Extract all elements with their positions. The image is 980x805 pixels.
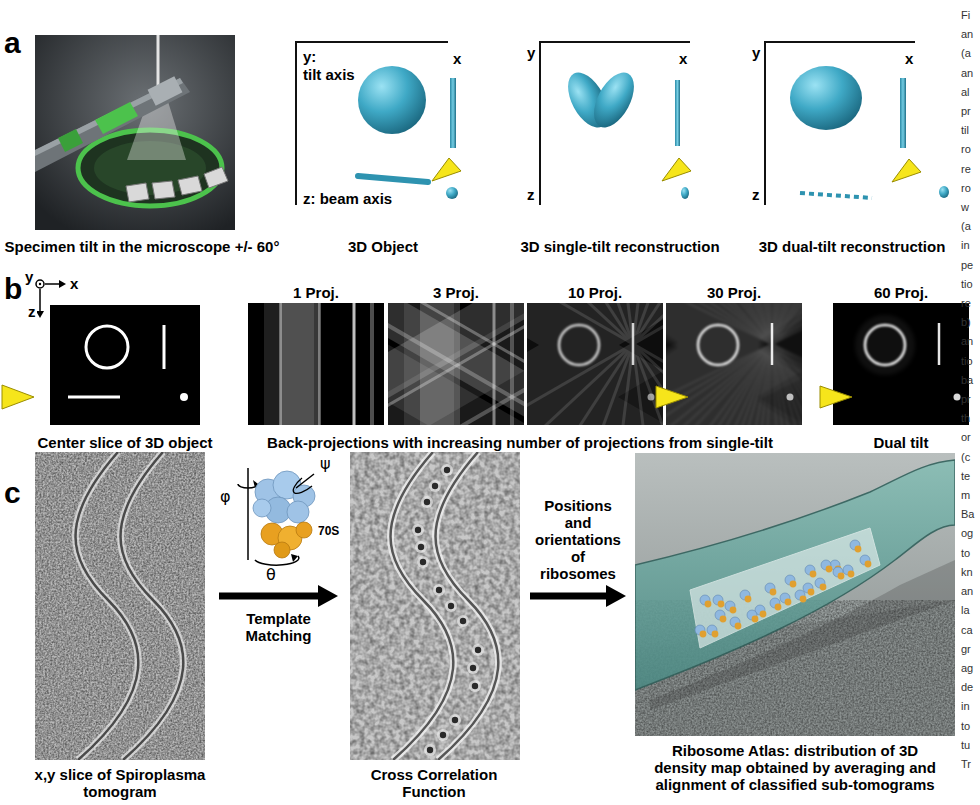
panel-caption: Specimen tilt in the microscope +/- 60° (2, 238, 282, 255)
axis-label: x (904, 50, 914, 67)
axis-label: x (678, 50, 688, 67)
axis-label: x (452, 50, 462, 67)
panel-caption: 3D dual-tilt reconstruction (740, 238, 964, 255)
projection-count: 1 Proj. (248, 284, 384, 301)
projection-count: 3 Proj. (388, 284, 524, 301)
axis-label: z (751, 186, 761, 203)
angle-symbol: φ (220, 488, 231, 506)
flow-arrow (219, 585, 338, 607)
panel-letter: b (4, 272, 22, 306)
image-panel: Ribosome Atlas: distribution of 3D densi… (630, 453, 960, 793)
angle-symbol: ψ (320, 455, 331, 473)
axis-label: y (526, 44, 536, 61)
edge-label: Positions and orientations of ribosomes (533, 497, 623, 582)
axis-label: z: beam axis (302, 190, 393, 207)
panel-caption: Dual tilt (833, 434, 969, 451)
axis-label: z (526, 186, 536, 203)
angle-symbol: θ (266, 566, 276, 584)
image-panel: Cross Correlation Function (342, 452, 526, 800)
axis-label: y (24, 268, 34, 285)
axis-label: y (751, 44, 761, 61)
edge-label: Template Matching (234, 610, 324, 644)
projection-count: 10 Proj. (527, 284, 663, 301)
template-name: 70S (318, 524, 339, 538)
panel-letter: c (4, 476, 21, 510)
projection-count: 60 Proj. (833, 284, 969, 301)
panel-caption: Back-projections with increasing number … (235, 434, 805, 451)
panel-caption: 3D single-tilt reconstruction (510, 238, 730, 255)
panel-caption: Center slice of 3D object (20, 434, 230, 451)
image-panel: x,y slice of Spiroplasma tomogram (25, 452, 215, 800)
projection-count: 30 Proj. (666, 284, 802, 301)
axis-label: tilt axis (302, 66, 356, 83)
cropped-caption-text: Fi an (a an al pr til ro re ro w (a in p… (961, 6, 978, 774)
panel-caption: Ribosome Atlas: distribution of 3D densi… (645, 742, 945, 793)
panel-caption: Cross Correlation Function (354, 766, 514, 800)
axis-label: y: (302, 48, 317, 65)
panel-letter: a (4, 26, 21, 60)
axis-label: z (27, 303, 37, 320)
panel-caption: 3D Object (303, 238, 463, 255)
axis-label: x (69, 275, 79, 292)
panel-caption: x,y slice of Spiroplasma tomogram (25, 766, 215, 800)
flow-arrow (530, 585, 626, 607)
